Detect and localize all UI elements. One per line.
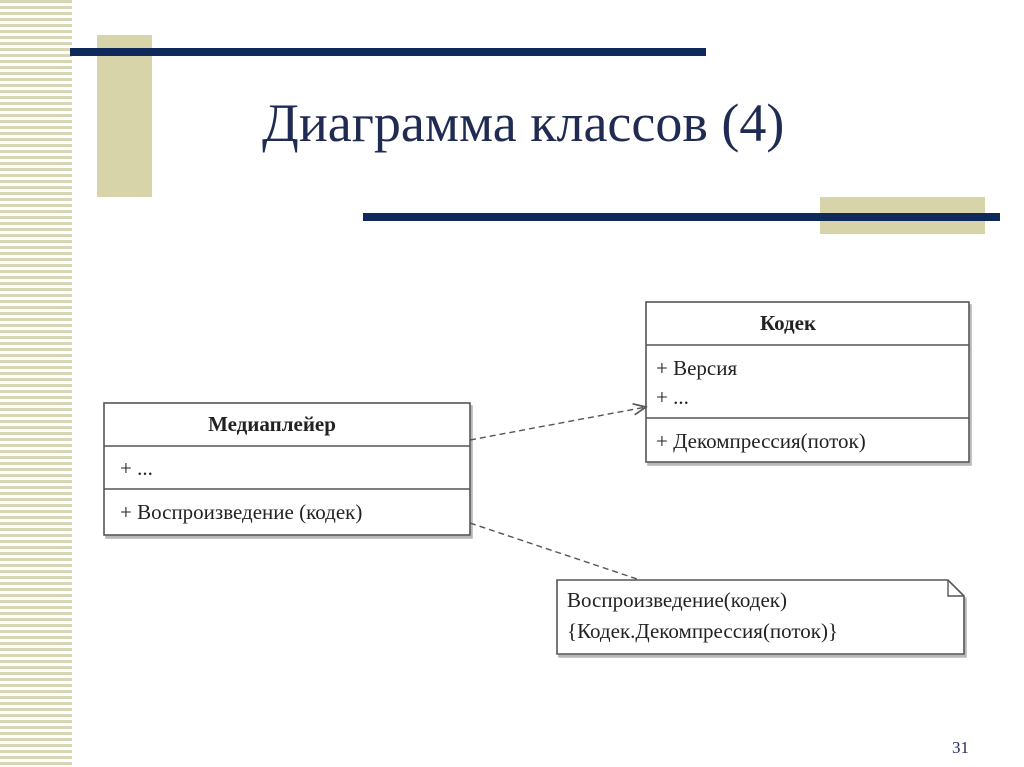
dependency-arrow — [469, 407, 646, 441]
note-box: Воспроизведение(кодек) {Кодек.Декомпресс… — [556, 579, 965, 655]
page-number: 31 — [952, 738, 969, 757]
media-player-attribute-more: + ... — [120, 456, 153, 480]
slide-title: Диаграмма классов (4) — [262, 93, 785, 153]
class-box-media-player: Медиаплейер + ... + Воспроизведение (код… — [103, 402, 471, 536]
codec-operation-decompress: + Декомпрессия(поток) — [656, 429, 866, 453]
note-line-1: Воспроизведение(кодек) — [567, 588, 787, 612]
class-name-media-player: Медиаплейер — [208, 412, 336, 436]
note-line-2: {Кодек.Декомпрессия(поток)} — [567, 619, 838, 643]
accent-block-top — [97, 35, 152, 197]
note-anchor-line — [469, 522, 641, 581]
decorative-stripes — [0, 0, 72, 767]
class-name-codec: Кодек — [760, 311, 817, 335]
accent-bar-bottom — [363, 213, 1000, 221]
class-box-codec: Кодек + Версия + ... + Декомпрессия(пото… — [645, 301, 970, 463]
codec-attribute-more: + ... — [656, 385, 689, 409]
codec-attribute-version: + Версия — [656, 356, 737, 380]
media-player-operation-play: + Воспроизведение (кодек) — [120, 500, 362, 524]
accent-bar-top — [70, 48, 706, 56]
